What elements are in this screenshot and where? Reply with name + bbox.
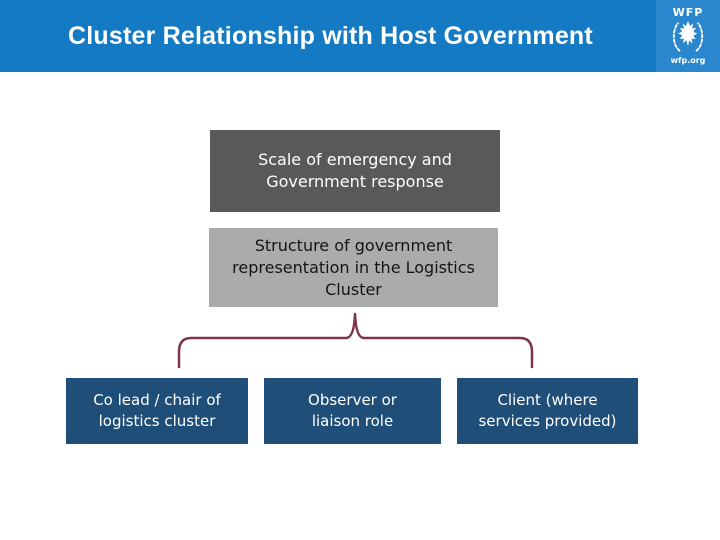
box-client-line-1: Client (where: [497, 391, 598, 409]
header-bar: Cluster Relationship with Host Governmen…: [0, 0, 720, 72]
box-observer-liaison: Observer or liaison role: [264, 378, 441, 444]
box-client-services: Client (where services provided): [457, 378, 638, 444]
wfp-emblem-icon: [672, 20, 704, 52]
box-co-lead-line-1: Co lead / chair of: [93, 391, 221, 409]
box-observer-line-2: liaison role: [311, 412, 394, 430]
page-title: Cluster Relationship with Host Governmen…: [68, 21, 593, 50]
wfp-logo-url: wfp.org: [670, 56, 706, 65]
wfp-logo-text: WFP: [672, 6, 704, 19]
wfp-logo: WFP wfp.org: [656, 0, 720, 72]
box-client-line-2: services provided): [478, 412, 617, 430]
box-co-lead-line-2: logistics cluster: [98, 412, 216, 430]
box-structure-of-government: Structure of government representation i…: [209, 228, 498, 307]
box-structure-line-1: Structure of government: [254, 235, 453, 255]
box-co-lead-chair: Co lead / chair of logistics cluster: [66, 378, 248, 444]
curly-brace-connector: [177, 312, 534, 369]
box-observer-line-1: Observer or: [308, 391, 397, 409]
box-scale-of-emergency: Scale of emergency and Government respon…: [210, 130, 500, 212]
box-structure-line-2: representation in the Logistics: [232, 257, 475, 277]
box-structure-line-3: Cluster: [325, 279, 382, 299]
box-scale-line-1: Scale of emergency and: [258, 150, 452, 169]
box-scale-line-2: Government response: [266, 172, 444, 191]
